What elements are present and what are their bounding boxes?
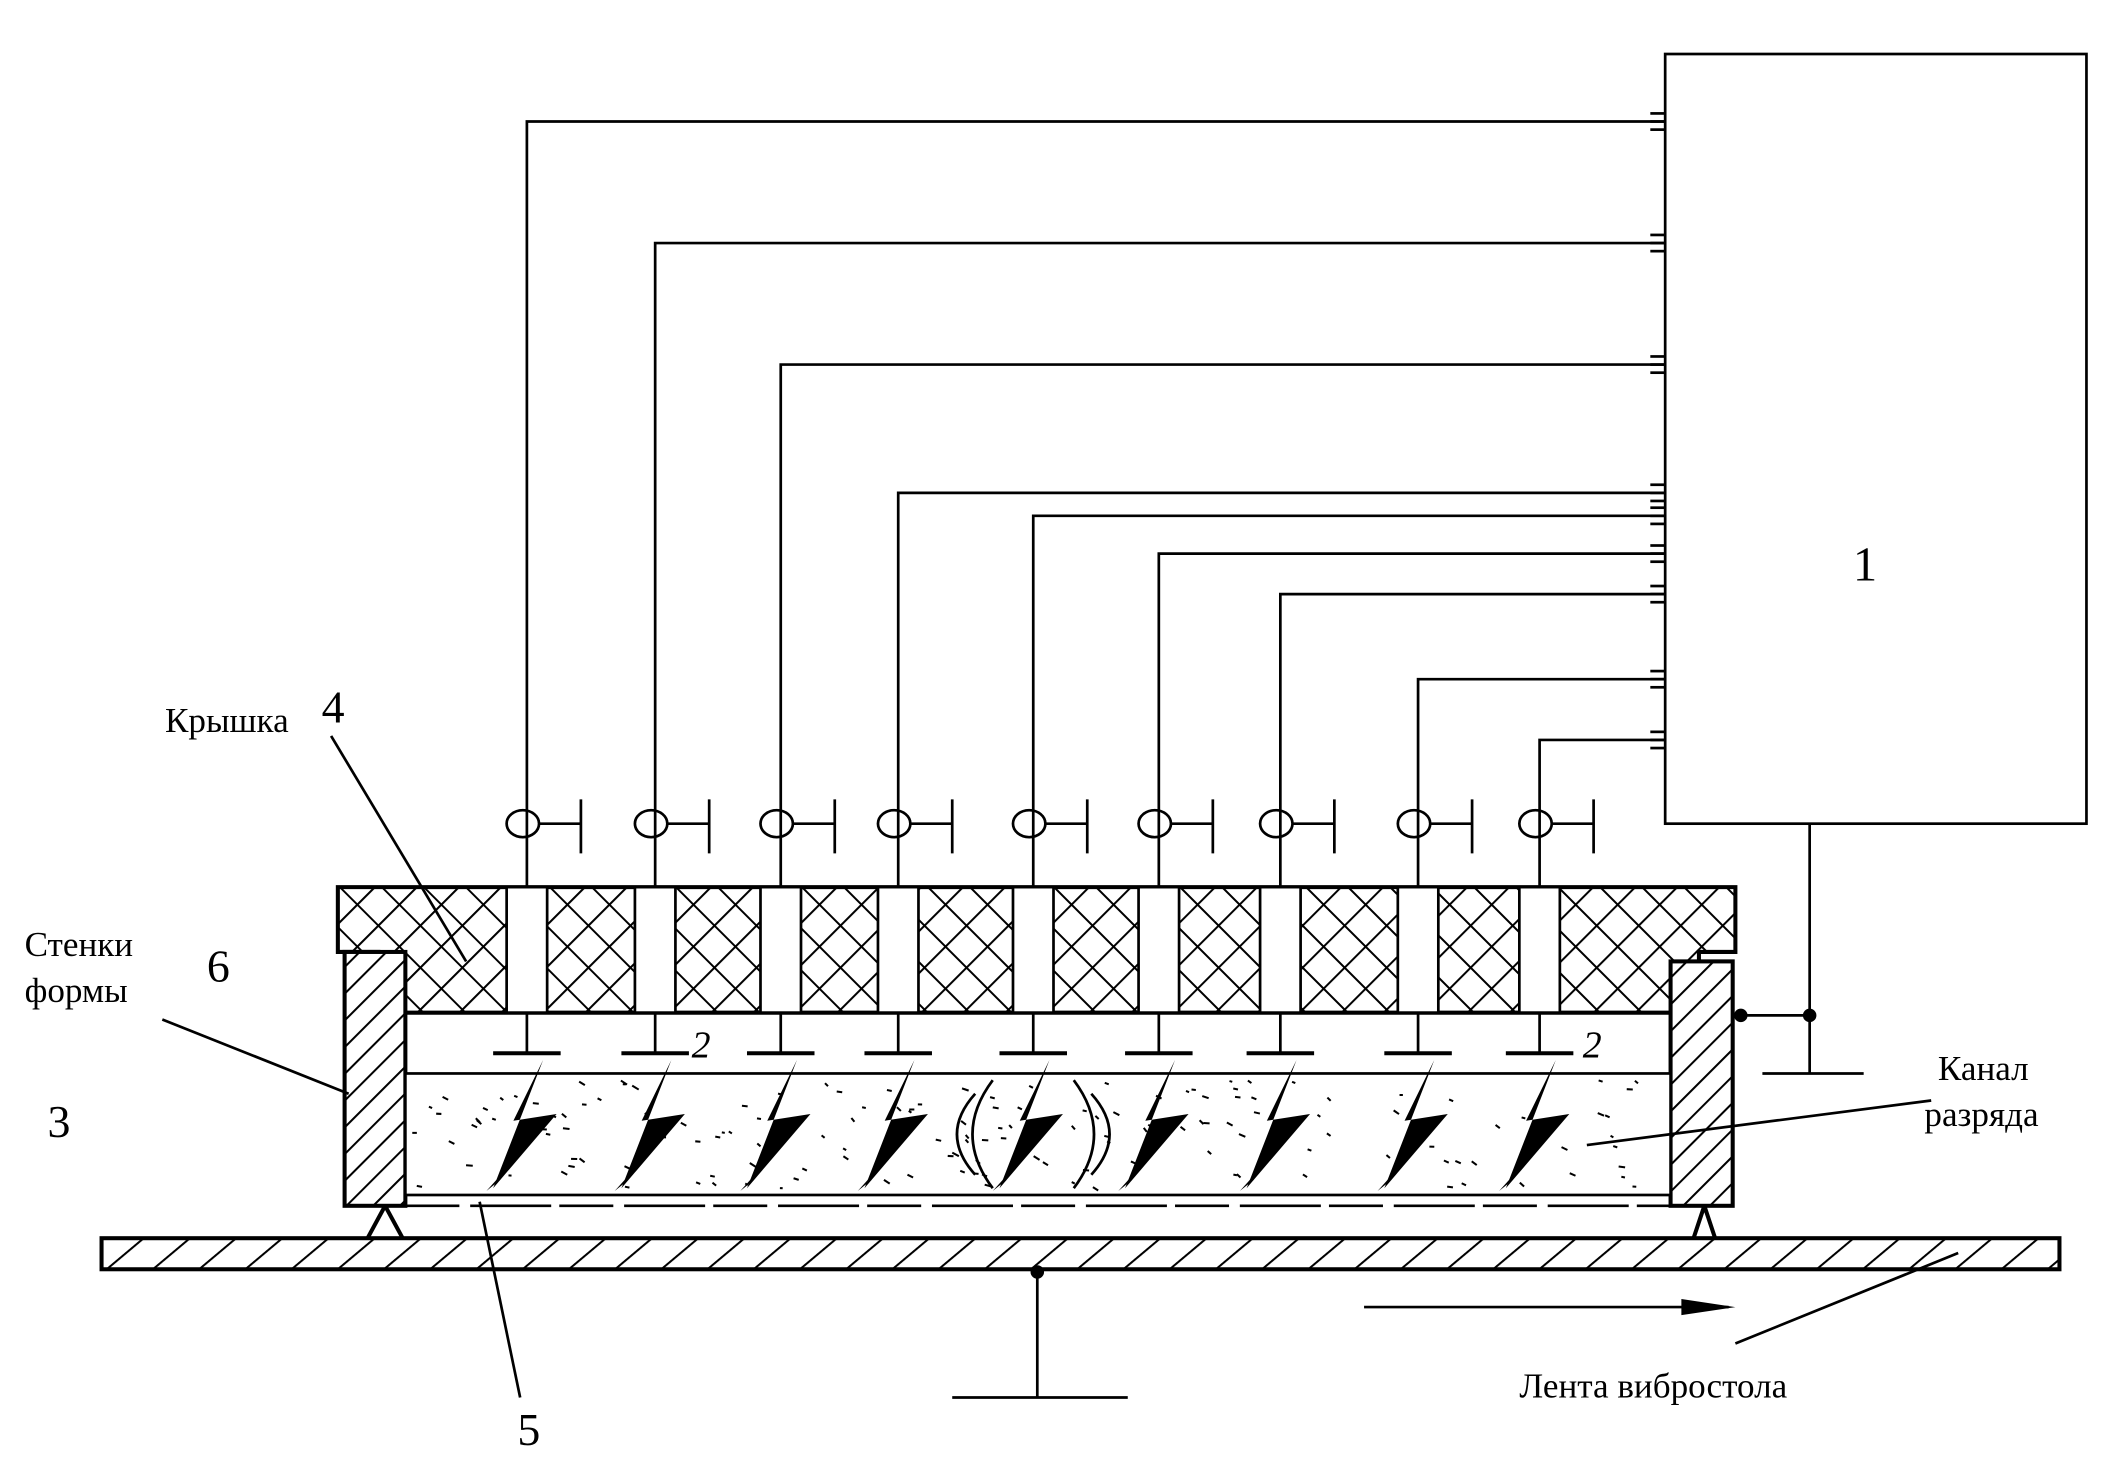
concrete-speck [862,1107,866,1108]
concrete-speck [1229,1081,1232,1082]
control-block [1665,54,2086,824]
concrete-speck [429,1107,432,1108]
concrete-speck [1522,1117,1526,1118]
belt-direction-arrow [1364,1299,1735,1315]
block-number: 1 [1853,538,1877,592]
lid-slot [760,887,801,1013]
concrete-speck [1619,1166,1625,1167]
spark-gap-icon [635,810,667,837]
concrete-speck [568,1166,574,1167]
concrete-speck [993,1107,999,1108]
spark-gap-icon [1519,810,1551,837]
channel-label-line1: Канал [1938,1049,2029,1088]
concrete-speck [1308,1149,1312,1150]
spark-gap-icon [1398,810,1430,837]
concrete-speck [533,1103,539,1104]
lid-slot [1013,887,1054,1013]
concrete-speck [492,1119,496,1120]
spark-gap-icon [1260,810,1292,837]
concrete-speck [837,1092,842,1093]
vibrotable-belt [102,1238,2060,1269]
concrete-speck [715,1137,720,1138]
electrode-mark-right: 2 [1583,1024,1602,1066]
concrete-speck [1083,1110,1087,1111]
lid-number: 4 [322,681,345,732]
walls-number: 6 [207,941,230,992]
concrete-speck [1613,1146,1617,1147]
concrete-speck [1072,1182,1075,1183]
lid-slot [1398,887,1439,1013]
concrete-speck [625,1187,630,1188]
ground-number: 5 [517,1404,540,1455]
concrete-speck [514,1096,517,1097]
lid-slot [1139,887,1180,1013]
concrete-speck [757,1118,761,1119]
concrete-speck [1233,1088,1238,1089]
concrete-speck [710,1176,715,1177]
walls-label-line2: формы [25,971,128,1010]
form-number: 3 [48,1096,71,1147]
lid-slot [1519,887,1560,1013]
spark-gap-icon [760,810,792,837]
lid [338,887,1736,1013]
concrete-speck [1254,1112,1260,1113]
walls-label-line1: Стенки [25,925,133,964]
spark-gap-icon [878,810,910,837]
concrete-speck [887,1090,892,1091]
belt-label: Лента вибростола [1519,1367,1787,1406]
concrete-speck [1447,1187,1453,1188]
lid-slot [1260,887,1301,1013]
concrete-speck [1186,1091,1189,1092]
concrete-speck [998,1128,1002,1129]
lid-slot [635,887,676,1013]
lid-slot [507,887,548,1013]
left-form-wall [345,952,406,1206]
spark-gap-icon [1139,810,1171,837]
ground-symbol-bottom [952,1267,1128,1398]
concrete-speck [722,1132,725,1133]
ground-symbol-right [1733,824,1864,1074]
lid-slot [878,887,919,1013]
concrete-speck [742,1106,748,1107]
spark-gap-icon [507,810,539,837]
concrete-speck [563,1128,570,1129]
right-support [1694,1206,1716,1238]
concrete-speck [546,1134,550,1135]
left-support [368,1206,403,1238]
concrete-speck [1292,1082,1295,1083]
concrete-speck [417,1186,422,1187]
concrete-speck [1611,1136,1614,1138]
electrode-mark-left: 2 [692,1024,711,1066]
concrete-speck [1233,1175,1237,1176]
right-form-wall [1671,961,1733,1205]
concrete-speck [936,1140,941,1141]
concrete-speck [1235,1097,1240,1098]
lid-label: Крышка [165,701,289,740]
concrete-speck [1599,1080,1603,1081]
channel-label-line2: разряда [1924,1095,2039,1134]
spark-gap-icon [1013,810,1045,837]
concrete-speck [1621,1177,1625,1178]
concrete-speck [990,1097,995,1098]
concrete-speck [1105,1083,1109,1084]
